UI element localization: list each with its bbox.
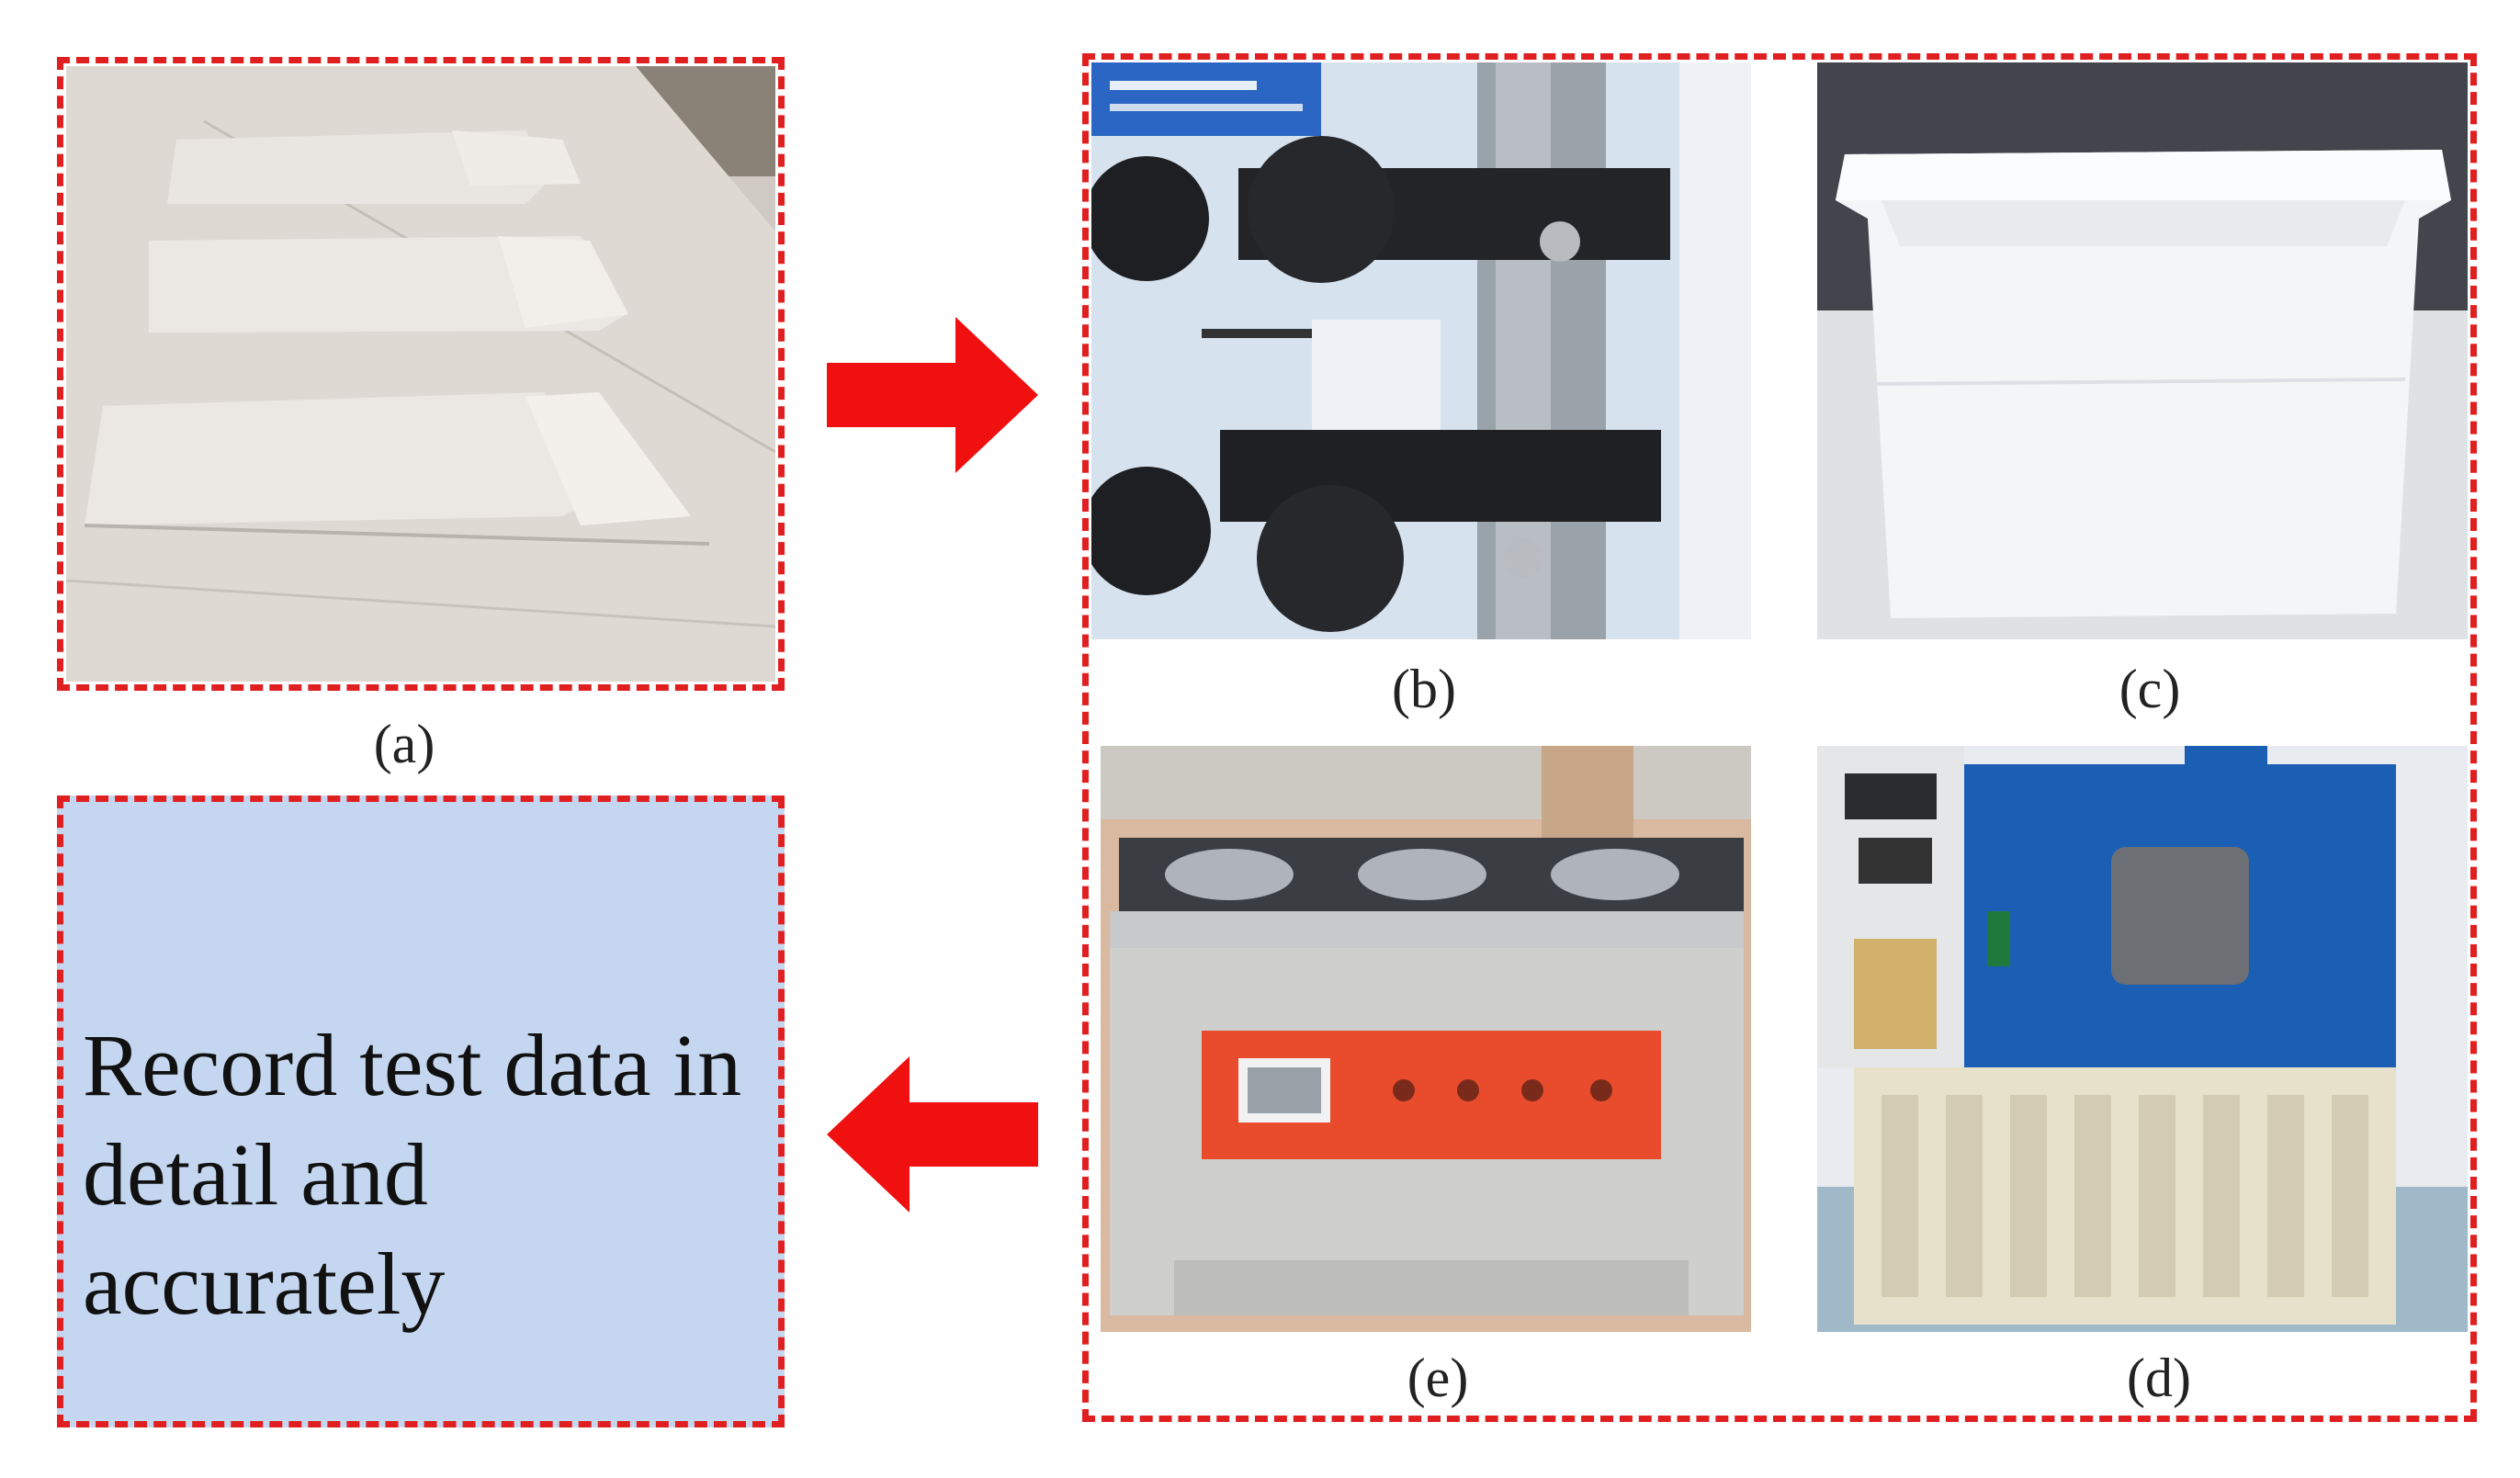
tensile-clamp-photo	[1091, 62, 1751, 639]
record-data-frame	[57, 795, 785, 1427]
paper-specimens-photo	[66, 66, 775, 682]
record-text-line-1: Record test data in	[83, 1016, 742, 1114]
arrow-right-icon	[827, 317, 1038, 473]
water-bath-apparatus-photo	[1101, 746, 1751, 1332]
caption-a: (a)	[373, 714, 435, 774]
caption-d: (d)	[2127, 1348, 2191, 1408]
record-data-box	[57, 795, 785, 1427]
record-data-text: Record test data in detail and accuratel…	[83, 1010, 799, 1338]
caption-e: (e)	[1407, 1348, 1469, 1408]
white-plastic-tank-photo	[1817, 62, 2468, 639]
blue-drying-oven-photo	[1817, 746, 2468, 1332]
caption-c: (c)	[2119, 659, 2181, 719]
specimen-frame	[57, 57, 785, 691]
apparatus-frame	[1082, 53, 2477, 1422]
record-text-line-2: detail and accurately	[83, 1125, 446, 1334]
arrow-left-icon	[827, 1056, 1038, 1213]
caption-b: (b)	[1392, 659, 1456, 719]
